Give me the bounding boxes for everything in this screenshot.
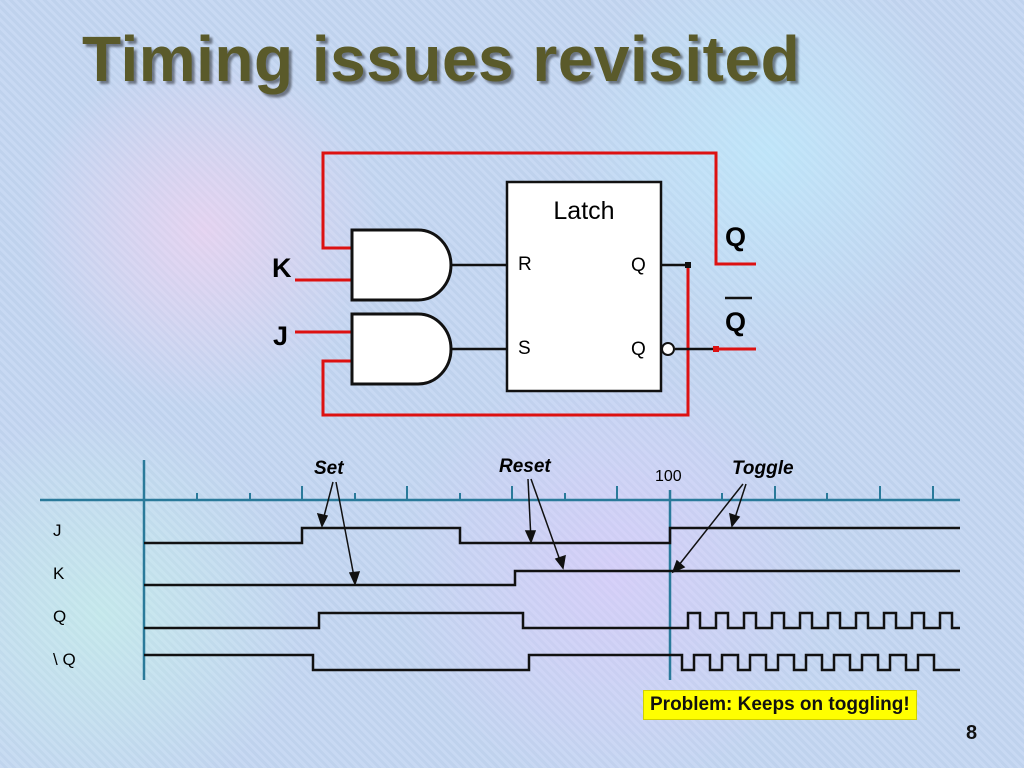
marker-100-label: 100 (655, 468, 682, 485)
annotation-set: Set (314, 458, 344, 479)
inverter-bubble (661, 342, 675, 356)
input-k-label: K (272, 253, 292, 283)
axis-ticks (196, 486, 934, 500)
arrow-toggle-k-head (671, 559, 686, 574)
arrow-set-k-head (348, 571, 361, 587)
waveform-k (144, 569, 960, 587)
annotation-arrows (316, 478, 747, 587)
annotation-reset: Reset (499, 456, 551, 477)
latch-label: Latch (553, 197, 614, 225)
junction-dot-q (685, 262, 691, 268)
and-gate-bottom (350, 312, 453, 386)
and-gate-top (350, 228, 453, 302)
circuit-diagram: Latch R S Q Q K J Q Q (272, 151, 756, 417)
arrow-toggle-j-head (729, 512, 741, 528)
arrow-reset-k-head (554, 554, 566, 570)
output-q-label: Q (725, 222, 746, 252)
arrow-reset-j-head (524, 530, 537, 544)
signal-label-qbar: \ Q (53, 650, 76, 669)
signal-label-q: Q (53, 607, 66, 626)
waveforms (144, 526, 960, 672)
annotation-toggle: Toggle (732, 458, 794, 479)
feedback-wire-top (321, 151, 756, 266)
black-wires (450, 263, 716, 351)
signal-label-k: K (53, 564, 65, 583)
pin-s-label: S (518, 338, 531, 359)
signal-label-j: J (53, 521, 62, 540)
output-qbar-label: Q (725, 307, 746, 337)
arrow-set-k (335, 481, 356, 583)
pin-q-bottom-label: Q (631, 339, 646, 360)
pin-r-label: R (518, 254, 532, 275)
slide-title: Timing issues revisited (82, 23, 801, 95)
page-number: 8 (966, 722, 978, 744)
feedback-wires (295, 151, 756, 417)
waveform-q (144, 611, 960, 630)
junction-dot-qbar (713, 346, 719, 352)
arrow-reset-k (530, 478, 563, 567)
arrow-reset-j (527, 478, 532, 541)
pin-q-top-label: Q (631, 255, 646, 276)
latch-box (505, 180, 663, 393)
waveform-qbar (144, 653, 960, 672)
problem-callout: Problem: Keeps on toggling! (643, 690, 917, 720)
timing-diagram: 100 J K Q \ Q Set Reset Toggle (40, 456, 960, 680)
feedback-wire-bottom (321, 265, 690, 417)
arrow-set-j-head (316, 512, 329, 528)
input-j-label: J (273, 321, 288, 351)
arrow-toggle-k (674, 483, 744, 571)
waveform-j (144, 526, 960, 545)
